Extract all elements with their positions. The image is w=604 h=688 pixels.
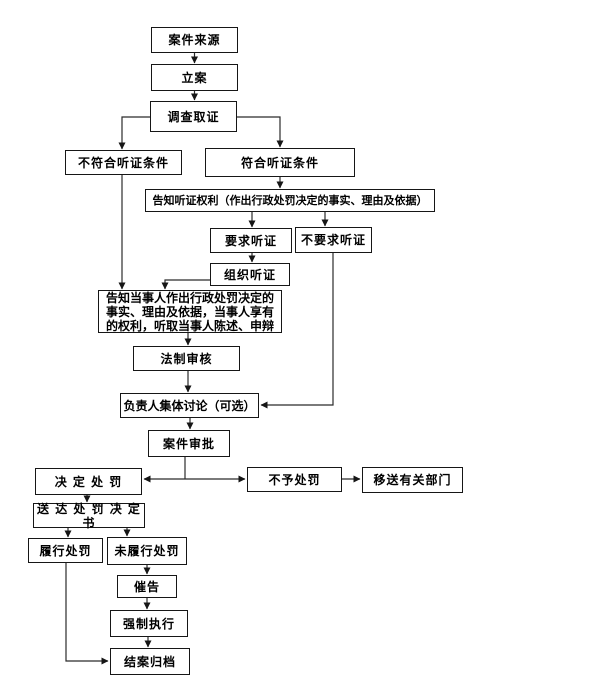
edge-fulfill-to-close	[65, 563, 109, 665]
node-meet-hearing: 符合听证条件	[205, 148, 355, 177]
edge-investigate-to-meet	[237, 116, 284, 148]
edge-investigate-to-not-meet	[118, 116, 150, 150]
node-organize-hearing: 组织听证	[210, 263, 290, 286]
node-collective-discussion: 负责人集体讨论（可选）	[120, 393, 259, 418]
node-notify-hearing-rights: 告知听证权利（作出行政处罚决定的事实、理由及依据）	[145, 189, 435, 212]
node-deliver-decision: 送 达 处 罚 决 定 书	[33, 502, 145, 530]
node-no-penalty: 不予处罚	[247, 467, 342, 492]
node-transfer-department: 移送有关部门	[362, 467, 463, 493]
node-urge-notice: 催告	[117, 575, 177, 598]
node-file-case: 立案	[151, 64, 238, 91]
edge-no-request-to-collective	[260, 253, 334, 409]
node-close-archive: 结案归档	[110, 648, 190, 675]
node-decide-penalty: 决 定 处 罚	[35, 468, 142, 495]
edge-organize-to-inform-party	[161, 279, 210, 290]
node-legal-review: 法制审核	[133, 346, 240, 371]
node-not-fulfill-penalty: 未履行处罚	[107, 537, 187, 565]
node-fulfill-penalty: 履行处罚	[28, 538, 103, 563]
node-investigate: 调查取证	[150, 101, 237, 132]
node-request-hearing: 要求听证	[210, 228, 292, 253]
node-inform-party: 告知当事人作出行政处罚决定的事实、理由及依据，当事人享有的权利，听取当事人陈述、…	[98, 290, 282, 333]
node-not-meet-hearing: 不符合听证条件	[65, 150, 182, 175]
node-enforcement: 强制执行	[110, 610, 188, 637]
node-no-request-hearing: 不要求听证	[295, 227, 372, 253]
node-case-approval: 案件审批	[148, 430, 230, 457]
node-case-source: 案件来源	[151, 27, 238, 53]
